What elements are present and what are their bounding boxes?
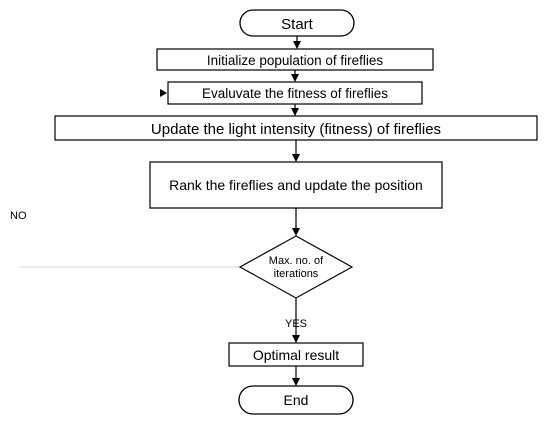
- rank-label: Rank the fireflies and update the positi…: [169, 177, 423, 193]
- loop-back-arrowhead: [160, 89, 167, 97]
- evaluate-label: Evaluvate the fitness of fireflies: [202, 86, 388, 101]
- optimal-result-node: Optimal result: [228, 342, 364, 367]
- initialize-label: Initialize population of fireflies: [207, 53, 384, 68]
- no-label: NO: [10, 210, 27, 222]
- optimal-result-label: Optimal result: [253, 347, 339, 363]
- start-node: Start: [239, 9, 355, 37]
- rank-node: Rank the fireflies and update the positi…: [149, 161, 443, 209]
- update-intensity-node: Update the light intensity (fitness) of …: [54, 115, 538, 141]
- update-intensity-label: Update the light intensity (fitness) of …: [151, 121, 441, 138]
- evaluate-node: Evaluvate the fitness of fireflies: [167, 81, 423, 105]
- decision-label-line2: iterations: [274, 268, 319, 280]
- yes-label: YES: [285, 318, 307, 330]
- decision-label-line1: Max. no. of: [269, 255, 324, 267]
- decision-node: Max. no. of iterations: [238, 235, 354, 299]
- start-label: Start: [281, 16, 314, 33]
- initialize-node: Initialize population of fireflies: [156, 48, 434, 71]
- end-node: End: [238, 385, 354, 415]
- end-label: End: [284, 392, 309, 408]
